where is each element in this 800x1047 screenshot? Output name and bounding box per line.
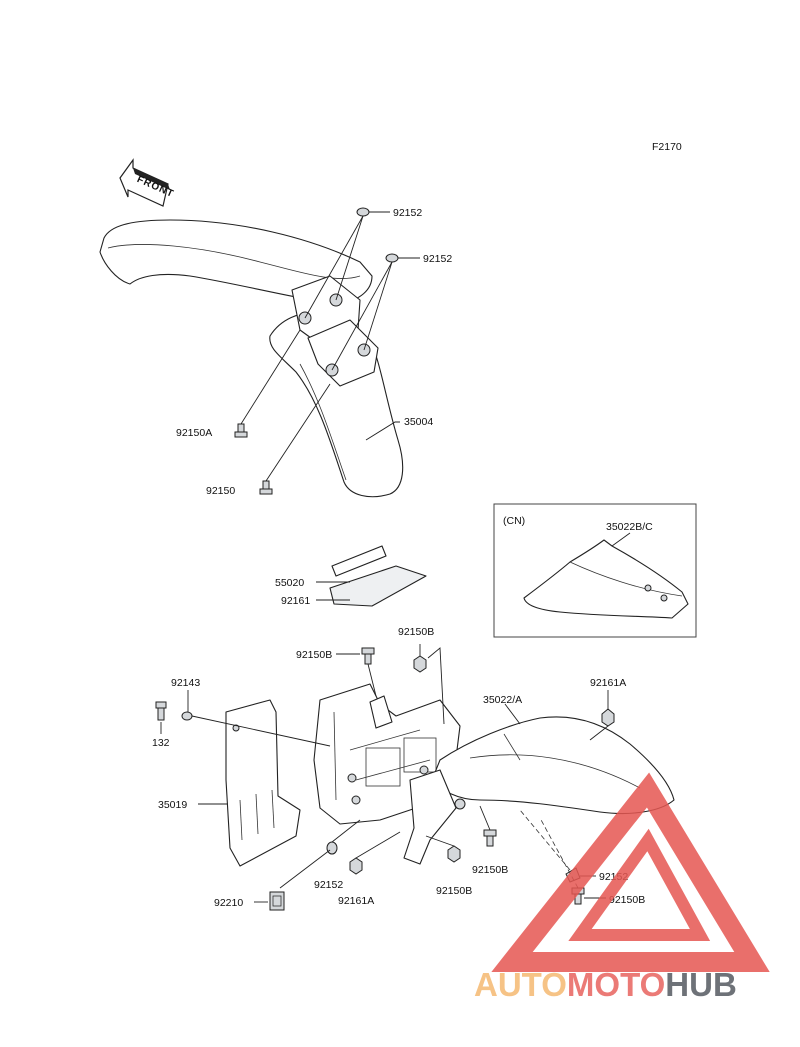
label-92150b-3: 92150B	[436, 885, 472, 897]
label-92150b-1a: 92150B	[398, 626, 434, 638]
nut-92161a-right	[601, 708, 615, 727]
watermark-auto: AUTO	[474, 966, 567, 1003]
bolt-92150b-1	[361, 647, 375, 665]
bolt-92150b-4	[483, 829, 497, 847]
label-92152-top2: 92152	[423, 253, 452, 265]
label-55020: 55020	[275, 577, 304, 589]
front-fender-35004	[99, 219, 404, 498]
nut-92150b-2	[413, 655, 427, 673]
rear-fender-35022a	[403, 716, 675, 865]
mudflap-35019	[225, 699, 301, 867]
label-92150a: 92150A	[176, 427, 212, 439]
washer-92152-top2	[385, 253, 399, 263]
figure-code: F2170	[652, 141, 682, 153]
label-92143: 92143	[171, 677, 200, 689]
bolt-92150a	[234, 423, 248, 438]
washer-92152-top1	[356, 207, 370, 217]
watermark-moto: MOTO	[567, 966, 665, 1003]
label-132: 132	[152, 737, 170, 749]
front-arrow-icon: FRONT	[119, 158, 176, 207]
label-92150b-2: 92150B	[296, 649, 332, 661]
bolt-92150b-3	[447, 845, 461, 863]
automotohub-watermark-logo: AUTOMOTOHUB	[474, 772, 770, 1003]
bolt-92150-front	[259, 480, 273, 495]
washer-92143	[181, 711, 193, 721]
label-92210: 92210	[214, 897, 243, 909]
inset-cn-box: (CN) 35022B/C	[493, 503, 697, 638]
label-92152-lower: 92152	[314, 879, 343, 891]
washer-92152-lower	[326, 841, 338, 855]
label-35022bc: 35022B/C	[606, 521, 653, 533]
label-35022a: 35022/A	[483, 694, 522, 706]
label-92150: 92150	[206, 485, 235, 497]
label-92152-top1: 92152	[393, 207, 422, 219]
nut-92161a-lower	[349, 857, 363, 875]
label-92161-upper: 92161	[281, 595, 310, 607]
label-92150b-right: 92150B	[609, 894, 645, 906]
watermark-hub: HUB	[665, 966, 737, 1003]
bolt-132	[155, 701, 167, 721]
svg-text:AUTOMOTOHUB: AUTOMOTOHUB	[474, 966, 737, 1003]
nut-92210	[269, 891, 285, 911]
label-92161a-right: 92161A	[590, 677, 626, 689]
label-35004: 35004	[404, 416, 433, 428]
pad-55020	[329, 545, 427, 607]
label-92150b-4: 92150B	[472, 864, 508, 876]
inset-cn-label: (CN)	[503, 515, 525, 527]
label-92161a-lower: 92161A	[338, 895, 374, 907]
label-35019: 35019	[158, 799, 187, 811]
